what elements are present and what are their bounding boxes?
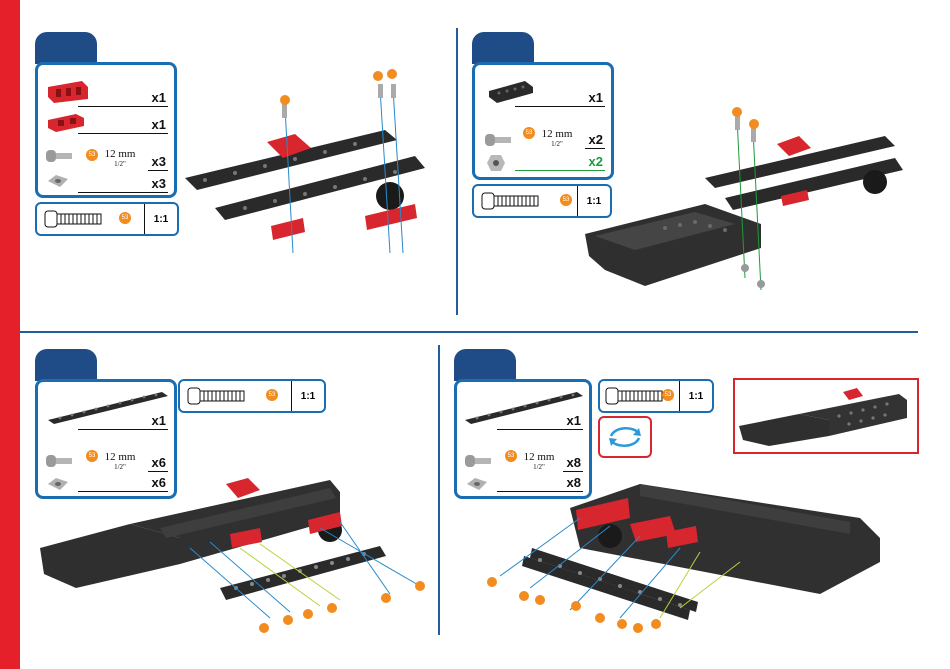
step-1-part-row: x1 [38,110,174,134]
screw-scale-icon [45,210,103,228]
rotate-model-box [598,416,652,458]
bottom-vertical-divider [438,345,440,635]
part-qty: x1 [589,90,603,105]
scale-ratio: 1:1 [291,381,324,411]
part-qty: x1 [152,90,166,105]
step-4-part-row: x1 [457,406,589,430]
scale-ratio: 1:1 [679,381,712,411]
step-1-part-row: x3 [38,147,174,171]
step-2-assembly-illustration [585,108,915,298]
step-1-assembly-illustration [185,68,435,268]
step-1-scale-box: 53 1:1 [35,202,179,236]
step-4-scale-box: 53 1:1 [598,379,714,413]
step-3-tab [35,349,97,381]
horizontal-divider [20,331,918,333]
step-2-part-row: x1 [475,83,611,107]
reference-model-illustration [739,386,911,446]
part-number-badge: 53 [662,389,674,401]
step-1-part-row: x3 [38,169,174,193]
part-qty: x1 [152,413,166,428]
screw-scale-icon [482,192,540,210]
reference-view-box [733,378,919,454]
part-qty: x3 [152,154,166,169]
part-qty: x1 [567,413,581,428]
part-number-badge: 53 [266,389,278,401]
step-1-tab [35,32,97,64]
screw-scale-icon [606,387,664,405]
part-qty: x3 [152,176,166,191]
step-4-tab [454,349,516,381]
rotate-arrows-icon [607,424,643,450]
step-1-part-row: x1 [38,83,174,107]
scale-ratio: 1:1 [144,204,177,234]
step-3-part-row: x1 [38,406,174,430]
part-number-badge: 53 [560,194,572,206]
step-4-assembly-illustration [480,478,910,638]
step-2-tab [472,32,534,64]
screw-scale-icon [188,387,246,405]
left-red-bar [0,0,20,669]
part-number-badge: 53 [119,212,131,224]
step-3-scale-box: 53 1:1 [178,379,326,413]
part-qty: x1 [152,117,166,132]
top-vertical-divider [456,28,458,315]
step-3-assembly-illustration [40,478,430,638]
